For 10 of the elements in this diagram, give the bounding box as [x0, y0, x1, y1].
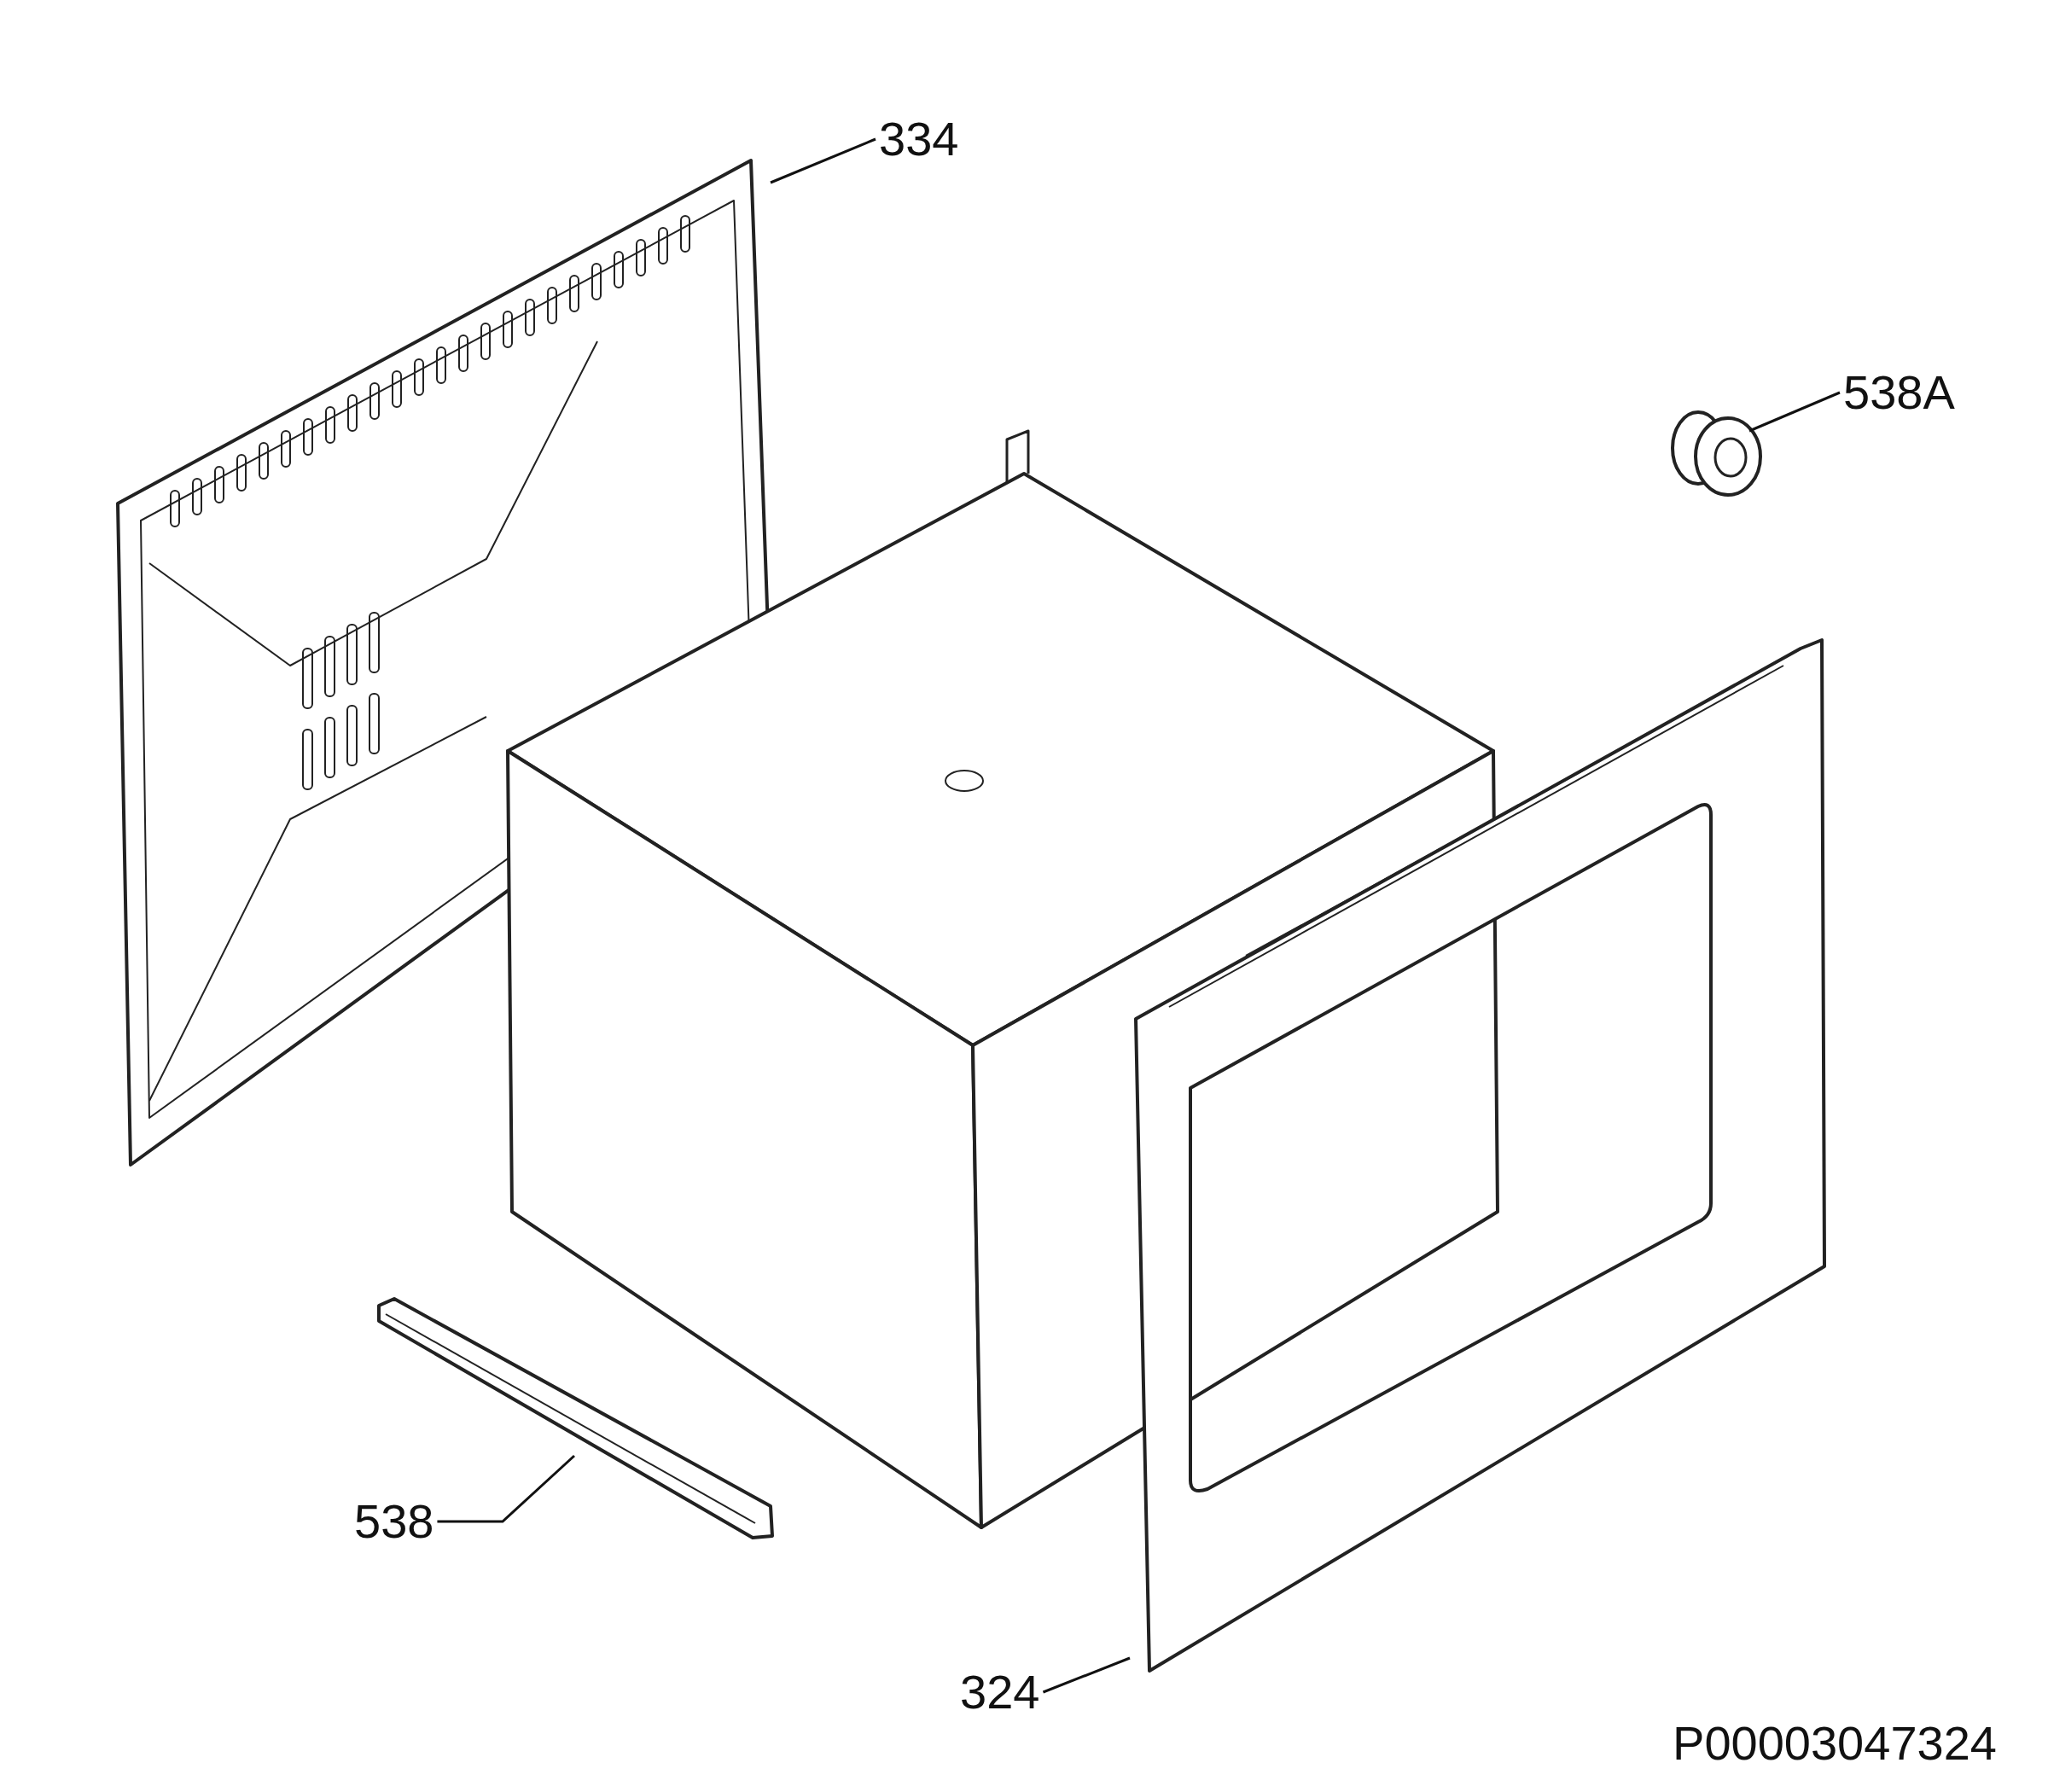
callout-number: 538 — [354, 1498, 434, 1545]
leader-line — [1748, 391, 1841, 433]
callout-number: 334 — [879, 115, 959, 163]
grommet-drawing — [1671, 410, 1762, 497]
leader-line — [437, 1454, 575, 1523]
callout-number: 538A — [1843, 369, 1955, 416]
leader-line — [770, 137, 876, 184]
leader-line — [1042, 1656, 1131, 1694]
callout-number: 324 — [960, 1668, 1040, 1716]
part-number: P00003047324 — [1673, 1719, 1997, 1767]
